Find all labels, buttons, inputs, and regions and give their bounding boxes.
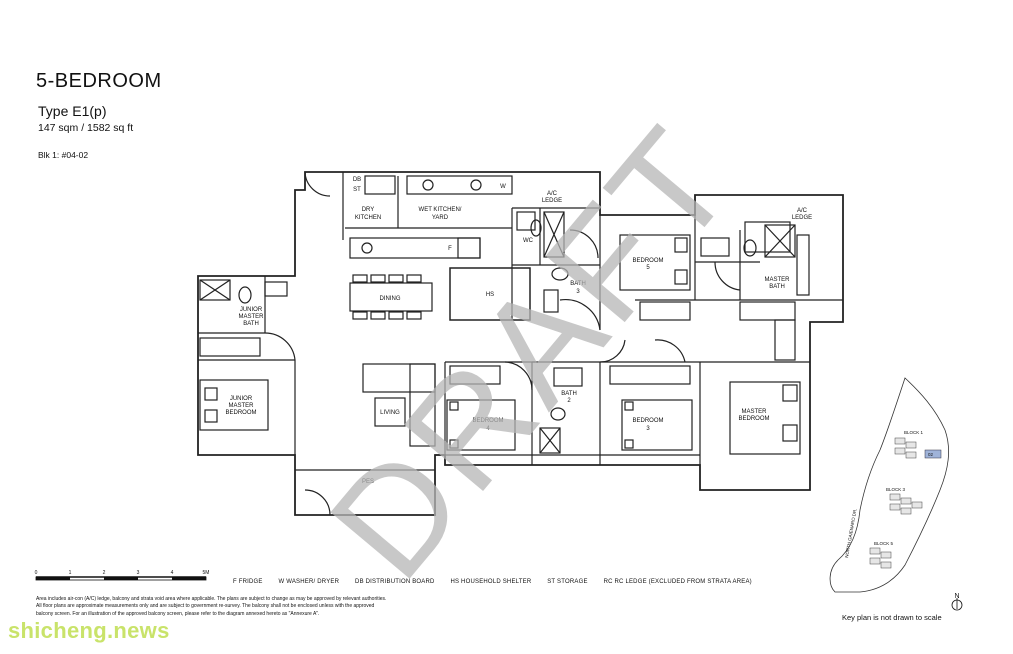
legend-hs: HS HOUSEHOLD SHELTER: [450, 579, 532, 585]
svg-text:BATH: BATH: [243, 321, 259, 327]
legend-st: ST STORAGE: [547, 579, 588, 585]
legend: F FRIDGE W WASHER/ DRYER DB DISTRIBUTION…: [233, 579, 766, 585]
keyplan-block-5: BLOCK 5: [874, 541, 894, 546]
site-watermark: shicheng.news: [8, 618, 170, 643]
bedroom-5-label: BEDROOM: [632, 258, 663, 264]
fridge-label: F: [448, 246, 452, 252]
block-unit: Blk 1: #04-02: [38, 150, 89, 160]
note-line-1: Area includes air-con (A/C) ledge, balco…: [36, 596, 387, 602]
pes-label: PES: [362, 479, 374, 485]
scale-bar: 0 1 2 3 4 5M: [35, 570, 210, 581]
dining-label: DINING: [380, 296, 401, 302]
unit-area: 147 sqm / 1582 sq ft: [38, 122, 134, 134]
disclaimer-notes: Area includes air-con (A/C) ledge, balco…: [36, 596, 556, 618]
svg-text:5: 5: [646, 265, 650, 271]
svg-text:3: 3: [646, 426, 650, 432]
master-bedroom-label: MASTER: [741, 409, 767, 415]
keyplan-block-1: BLOCK 1: [904, 430, 924, 435]
wet-kitchen-label: WET KITCHEN/: [419, 207, 462, 213]
scale-tick-2: 2: [103, 570, 106, 576]
master-bath-label: MASTER: [764, 277, 790, 283]
scale-tick-3: 3: [137, 570, 140, 576]
svg-text:BEDROOM: BEDROOM: [225, 410, 256, 416]
bath-3-label: BATH: [570, 281, 586, 287]
legend-fridge: F FRIDGE: [233, 579, 263, 585]
scale-tick-0: 0: [35, 570, 38, 576]
scale-tick-5: 5M: [203, 570, 210, 576]
svg-text:LEDGE: LEDGE: [792, 215, 812, 221]
svg-text:2: 2: [567, 398, 571, 404]
legend-db: DB DISTRIBUTION BOARD: [355, 579, 435, 585]
north-arrow-icon: N: [954, 593, 959, 600]
washer-label: W: [500, 184, 506, 190]
svg-text:YARD: YARD: [432, 215, 449, 221]
keyplan-unit: 02: [928, 452, 934, 457]
svg-text:LEDGE: LEDGE: [542, 198, 562, 204]
highlighted-unit: [924, 449, 942, 459]
svg-text:BATH: BATH: [769, 284, 785, 290]
ac-ledge-1-label: A/C: [547, 191, 558, 197]
svg-text:BEDROOM: BEDROOM: [738, 416, 769, 422]
key-plan: BLOCK 1 02 BLOCK 3 BLOCK 5 NORTH GAIENAR…: [829, 377, 963, 611]
legend-rc: RC RC LEDGE (EXCLUDED FROM STRATA AREA): [603, 579, 752, 585]
hs-label: HS: [486, 292, 494, 298]
living-label: LIVING: [380, 410, 400, 416]
svg-text:KITCHEN: KITCHEN: [355, 215, 381, 221]
scale-tick-4: 4: [171, 570, 174, 576]
db-label: DB: [353, 177, 361, 183]
bedroom-3-label: BEDROOM: [632, 418, 663, 424]
svg-text:4: 4: [486, 426, 490, 432]
dry-kitchen-label: DRY: [362, 207, 375, 213]
bedroom-4-label: BEDROOM: [472, 418, 503, 424]
scale-tick-1: 1: [69, 570, 72, 576]
svg-text:3: 3: [576, 289, 580, 295]
bath-2-label: BATH: [561, 391, 577, 397]
note-line-3: balcony screen. For an illustration of t…: [36, 610, 320, 617]
note-line-2: All floor plans are approximate measurem…: [36, 603, 375, 610]
unit-type: Type E1(p): [38, 103, 107, 119]
st-label: ST: [353, 187, 361, 193]
svg-text:MASTER: MASTER: [228, 403, 254, 409]
svg-text:MASTER: MASTER: [238, 314, 264, 320]
junior-master-bath-label: JUNIOR: [240, 307, 263, 313]
plan-title: 5-BEDROOM: [36, 70, 162, 92]
ac-ledge-2-label: A/C: [797, 208, 808, 214]
legend-washer: W WASHER/ DRYER: [278, 579, 340, 585]
wc-label: WC: [523, 238, 534, 244]
keyplan-caption: Key plan is not drawn to scale: [842, 613, 942, 622]
junior-master-bedroom-label: JUNIOR: [230, 396, 253, 402]
keyplan-block-3: BLOCK 3: [886, 487, 906, 492]
